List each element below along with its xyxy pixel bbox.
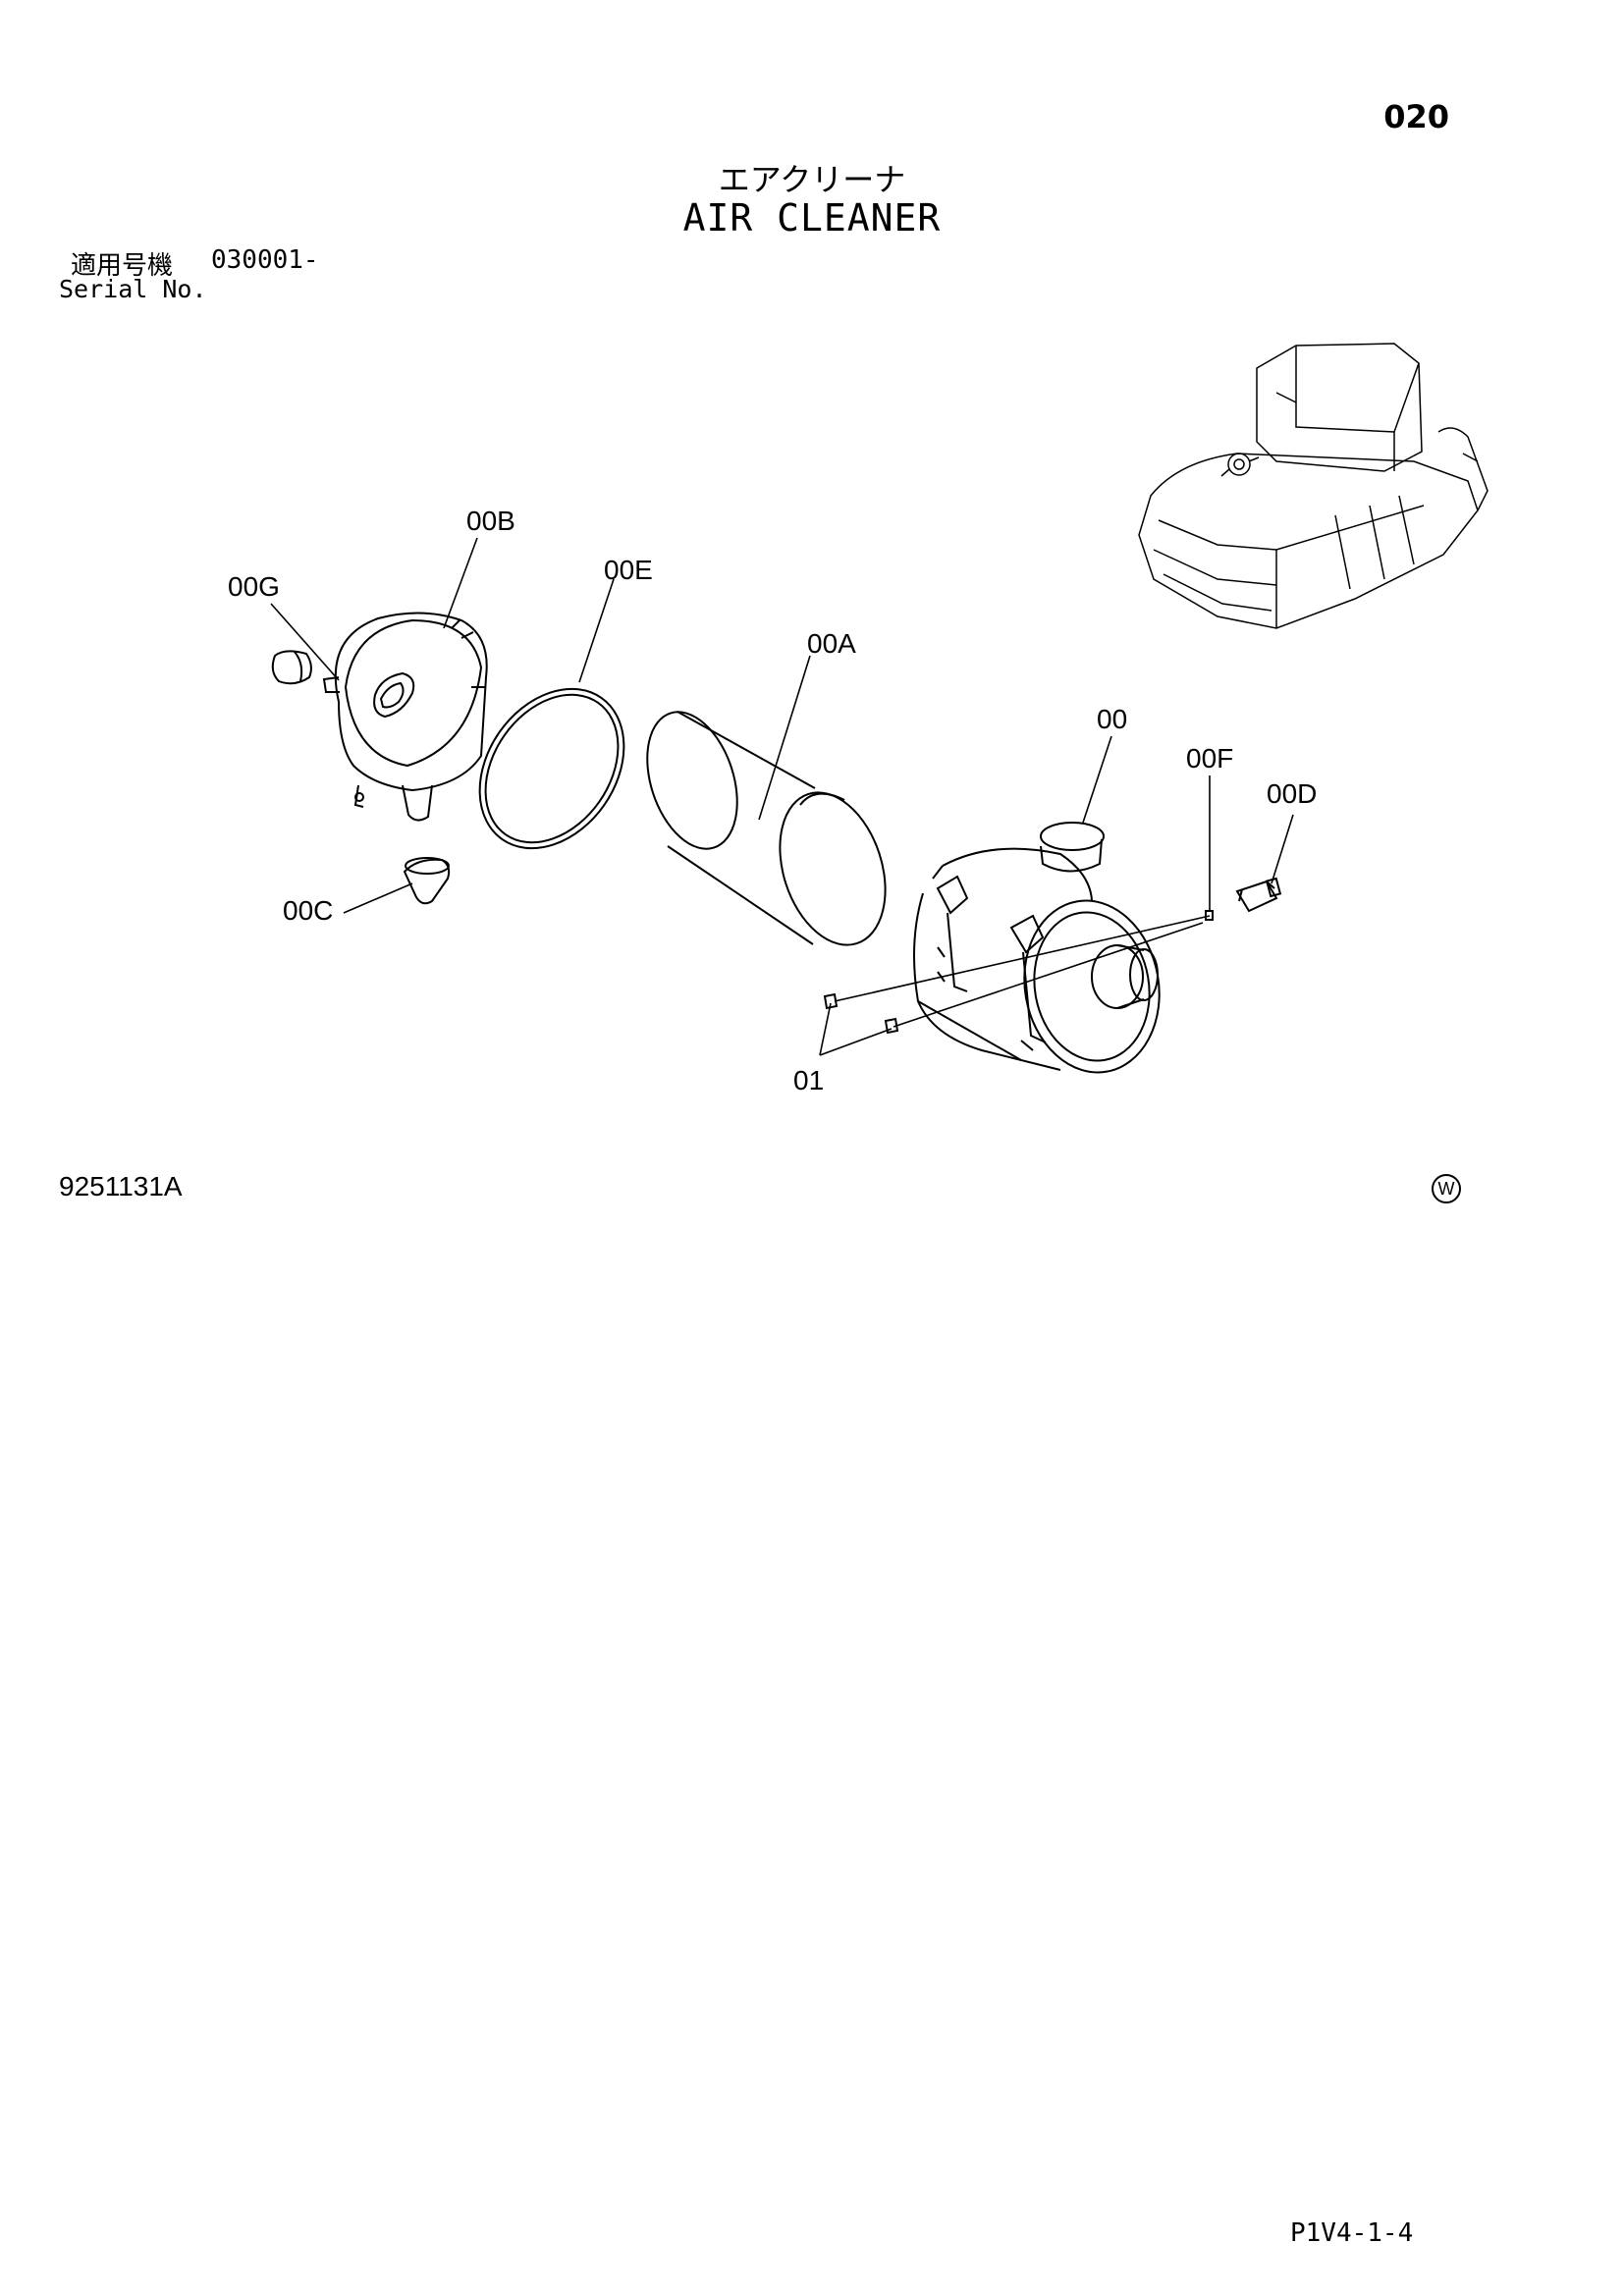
- label-01: 01: [793, 1065, 825, 1095]
- part-00-housing: [913, 822, 1161, 1074]
- label-00G: 00G: [228, 571, 280, 602]
- machine-inset-illustration: [1138, 343, 1489, 629]
- label-00B: 00B: [466, 506, 515, 536]
- part-00B-cover: [322, 612, 488, 822]
- part-00A-filter-element: [646, 711, 887, 946]
- label-00A: 00A: [807, 628, 856, 659]
- page-number: 020: [1383, 98, 1449, 135]
- serial-label-japanese: 適用号機: [71, 251, 174, 281]
- part-01-bolts: [823, 992, 899, 1035]
- part-00E-gasket: [478, 687, 625, 850]
- part-00C-valve: [403, 857, 451, 905]
- label-00C: 00C: [283, 895, 334, 926]
- label-00F: 00F: [1186, 743, 1234, 774]
- drawing-code: 9251131A: [59, 1171, 183, 1201]
- label-00: 00: [1097, 704, 1128, 734]
- leader-lines: [270, 537, 1294, 1056]
- label-00E: 00E: [604, 555, 653, 585]
- label-00D: 00D: [1267, 778, 1318, 809]
- maker-mark-icon: W: [1432, 1174, 1461, 1203]
- serial-value: 030001-: [211, 245, 319, 275]
- page-reference: P1V4-1-4: [1290, 2218, 1414, 2248]
- part-00G-cap: [271, 650, 312, 685]
- serial-label-english: Serial No.: [59, 275, 207, 303]
- part-00D-indicator: [1235, 877, 1282, 913]
- title-english: AIR CLEANER: [682, 196, 942, 240]
- title-japanese: エアクリーナ: [718, 161, 906, 198]
